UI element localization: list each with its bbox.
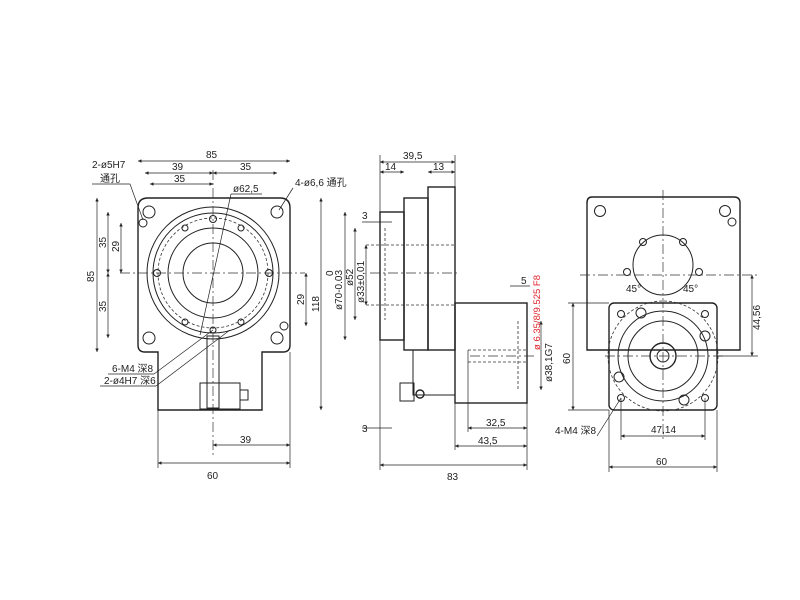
dim-39-bottom: 39	[240, 435, 252, 446]
dim-35-top: 35	[174, 174, 186, 185]
dim-13: 13	[433, 162, 445, 173]
dim-39: 39	[172, 162, 184, 173]
dim-35-right: 35	[240, 162, 252, 173]
dim-44-56: 44,56	[752, 305, 763, 330]
dim-85-vertical: 85	[86, 270, 97, 282]
dim-29-left: 29	[111, 240, 122, 252]
dim-29-right: 29	[296, 293, 307, 305]
encoder-knob	[415, 389, 425, 399]
encoder-block	[199, 382, 241, 410]
motor-body	[454, 302, 528, 404]
dim-dia-62-5: ø62,5	[233, 184, 259, 195]
dim-14: 14	[385, 162, 397, 173]
dim-3-top: 3	[362, 211, 368, 222]
dim-dia-52: ø52	[345, 268, 356, 286]
callout-rear-tapped: 4-M4 深8	[555, 425, 597, 437]
dim-32-5: 32,5	[486, 418, 506, 429]
callout-dowel-holes: 2-ø4H7 深6	[104, 375, 156, 387]
side-view: 39,5 14 13 3 3 ø70-0.03 0 ø52 ø33±0,01 5…	[325, 151, 555, 483]
rear-view: 45° 45° 44,56 60 47,14 60 4-M4 深8	[555, 190, 763, 472]
front-housing-outline	[137, 197, 291, 411]
dim-83: 83	[447, 472, 459, 483]
dim-47-14: 47,14	[651, 425, 676, 436]
callout-pin-holes: 2-ø5H7	[92, 160, 126, 171]
dim-dia-70-tolerance: 0	[325, 270, 336, 276]
dim-118: 118	[311, 296, 322, 312]
dim-3-bottom: 3	[362, 424, 368, 435]
dim-60-vertical: 60	[562, 352, 573, 364]
front-view: 85 39 35 35 ø62,5 85 35 29 35 29 118 60 …	[86, 150, 347, 482]
dim-dia-70: ø70-0.03	[334, 270, 345, 310]
dim-60-horizontal: 60	[656, 457, 668, 468]
dim-35-v-top: 35	[98, 236, 109, 248]
callout-tapped-holes: 6-M4 深8	[112, 363, 154, 375]
encoder-arm	[206, 335, 220, 409]
dim-5: 5	[521, 276, 527, 287]
dim-60-bottom: 60	[207, 471, 219, 482]
angle-45-left: 45°	[626, 284, 641, 295]
dim-43-5: 43,5	[478, 436, 498, 447]
angle-45-right: 45°	[683, 284, 698, 295]
dim-39-5: 39,5	[403, 151, 423, 162]
callout-pin-holes-note: 通孔	[100, 173, 120, 185]
dim-dia-33: ø33±0,01	[356, 260, 367, 303]
shaft-diameter-note: ø 6.35/8/9.525 F8	[532, 275, 543, 350]
dim-85: 85	[206, 150, 218, 161]
callout-mount-holes: 4-ø6,6 通孔	[295, 177, 347, 189]
dim-dia-38: ø38,1G7	[544, 343, 555, 382]
dim-35-v-bottom: 35	[98, 300, 109, 312]
